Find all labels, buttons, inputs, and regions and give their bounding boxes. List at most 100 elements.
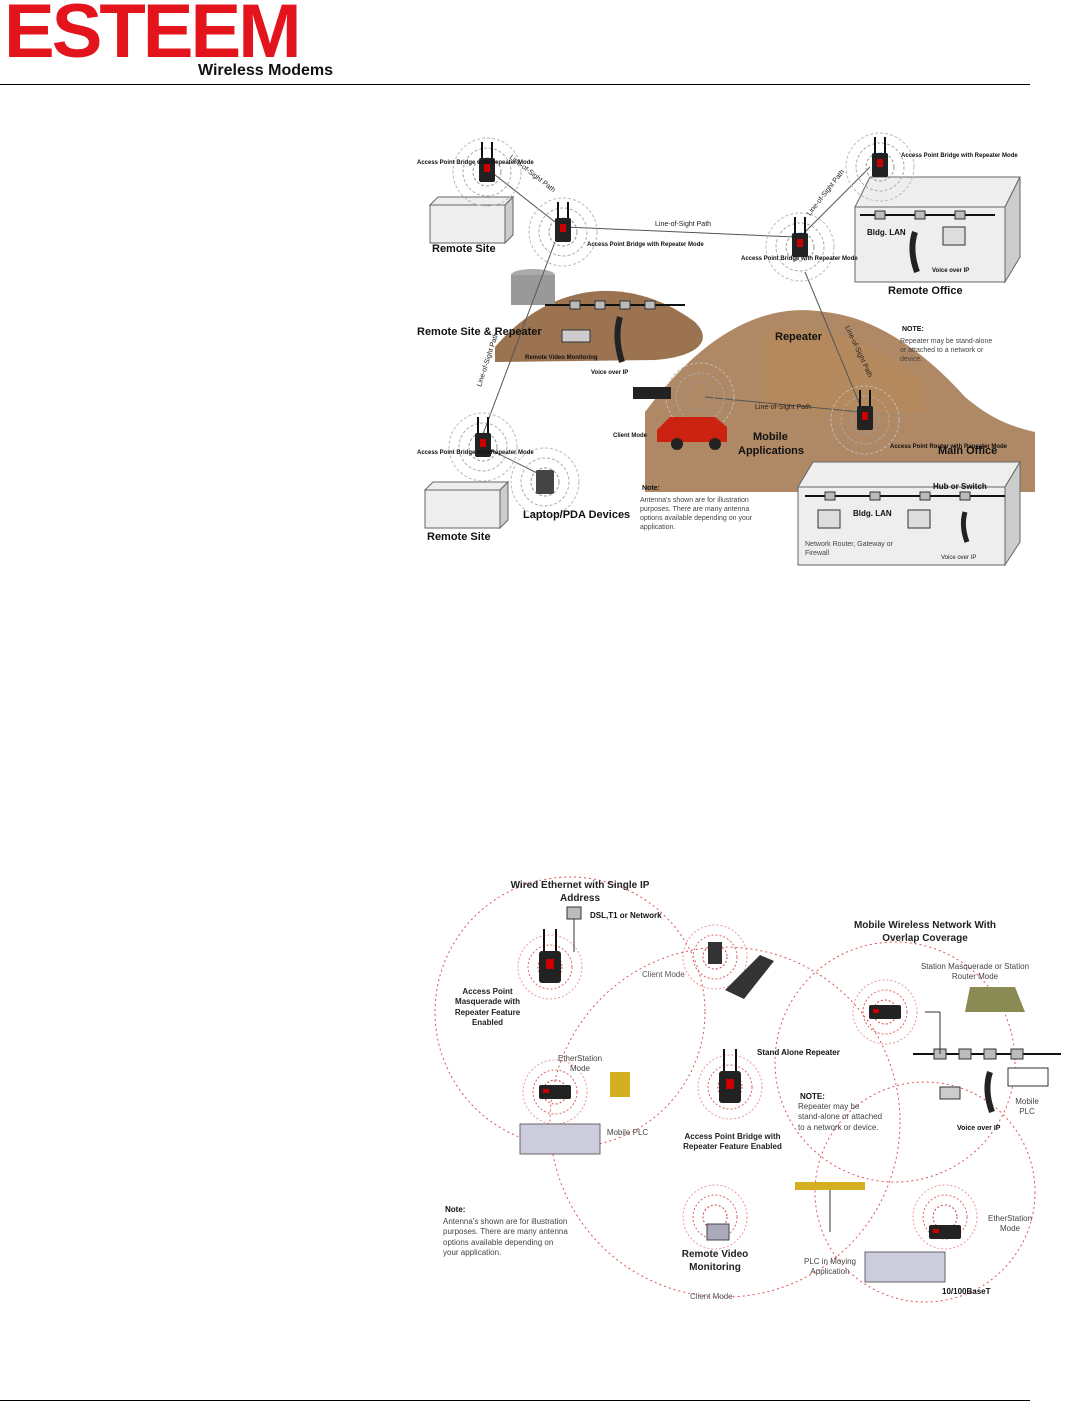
label-remote-video: Remote Video Monitoring [525, 355, 598, 361]
etherstation-box-1 [539, 1085, 571, 1099]
radio-top-right [845, 132, 915, 202]
label-dsl: DSL,T1 or Network [590, 911, 662, 920]
label-ap-masquerade: Access Point Masquerade with Repeater Fe… [454, 987, 521, 1028]
camera-2 [939, 1086, 961, 1100]
etherstation-2-box: EtherStation Mode [987, 1214, 1033, 1234]
footer-rule [0, 1400, 1030, 1401]
label-hub-switch: Hub or Switch [933, 482, 987, 491]
label-laptop-pda: Laptop/PDA Devices [523, 509, 630, 521]
label-wired-ethernet: Wired Ethernet with Single IP Address [510, 880, 650, 904]
label-voice-ip-2: Voice over IP [591, 370, 628, 376]
phone [984, 1071, 995, 1114]
phone-main-office [960, 511, 970, 543]
crane [795, 1182, 865, 1190]
phone-remote-office [909, 231, 920, 274]
label-station-masquerade: Station Masquerade or Station Router Mod… [920, 962, 1030, 982]
video-camera [561, 329, 591, 343]
network-diagram-1: Access Point Bridge with Repeater Mode L… [405, 112, 1035, 574]
label-note2-text: Antenna's shown are for illustration pur… [443, 1217, 568, 1258]
label-ap-repeater: Access Point Bridge with Repeater Mode [741, 256, 858, 262]
client-radio-box [633, 387, 671, 399]
label-mobile-plc-2: Mobile PLC [1015, 1097, 1039, 1117]
label-mobile-apps-2: Applications [738, 445, 804, 457]
label-ap-mid-left: Access Point Bridge with Repeater Mode [587, 242, 704, 248]
laptop [725, 955, 774, 999]
esteem-logo: ESTEEM Wireless Modems [4, 0, 349, 82]
label-remote-site-2: Remote Site [427, 531, 491, 543]
laptop-pda-device [536, 470, 554, 494]
header-rule [0, 84, 1030, 85]
radio-repeater [765, 212, 835, 282]
label-voice-ip-3: Voice over IP [941, 555, 976, 561]
label-etherstation-1: EtherStation Mode [557, 1054, 603, 1074]
note-box-1: Repeater may be stand-alone or attached … [900, 338, 993, 364]
label-remote-site-repeater: Remote Site & Repeater [417, 326, 542, 338]
pc-remote-office [942, 226, 966, 246]
label-etherstation-2: EtherStation Mode [987, 1214, 1033, 1234]
station-masquerade-box: Station Masquerade or Station Router Mod… [920, 962, 1030, 982]
wired-ethernet-box: Wired Ethernet with Single IP Address [510, 880, 650, 904]
label-los-3: Line-of-Sight Path [806, 169, 846, 218]
etherstation-1-box: EtherStation Mode [557, 1054, 603, 1074]
plc-moving-box: PLC in Moving Application [803, 1257, 857, 1277]
client-card [708, 942, 722, 964]
radio-bottom-left [448, 412, 518, 482]
logo-subtitle: Wireless Modems [198, 62, 334, 79]
label-remote-site-1: Remote Site [432, 243, 496, 255]
label-ap-top-right: Access Point Bridge with Repeater Mode [901, 153, 1018, 159]
label-los-6: Line-of-Sight Path [755, 404, 811, 411]
label-note2-title: Note: [445, 1205, 465, 1214]
logo-wordmark: ESTEEM [4, 0, 301, 74]
mining-truck [965, 987, 1025, 1012]
network-diagram-1-svg: Access Point Bridge with Repeater Mode L… [417, 132, 1035, 567]
ap-masquerade-box: Access Point Masquerade with Repeater Fe… [454, 987, 521, 1028]
label-ap-bottom-left: Access Point Bridge with Repeater Mode [417, 450, 534, 456]
mobile-network-box: Mobile Wireless Network With Overlap Cov… [853, 920, 997, 944]
etherstation-box-2 [929, 1225, 961, 1239]
plc-rack-1 [519, 1123, 601, 1155]
camera [706, 1223, 730, 1241]
pc-main-office-2 [907, 509, 931, 529]
network-router-box: Network Router, Gateway or Firewall [805, 541, 893, 557]
building-remote-site-1 [428, 195, 515, 245]
label-voice-ip: Voice over IP [957, 1125, 1001, 1132]
label-mobile-network: Mobile Wireless Network With Overlap Cov… [853, 920, 997, 944]
label-note2-text: Antenna's shown are for illustration pur… [640, 497, 753, 532]
label-remote-video: Remote Video Monitoring [681, 1249, 749, 1273]
note-box-3: Repeater may be stand-alone or attached … [798, 1102, 882, 1132]
label-los-2: Line-of-Sight Path [655, 221, 711, 228]
station-box [869, 1005, 901, 1019]
network-diagram-2-svg: Wired Ethernet with Single IP Address DS… [434, 876, 1061, 1303]
radio-stand-alone [697, 1048, 763, 1120]
label-bldg-lan-1: Bldg. LAN [867, 228, 906, 237]
forklift [610, 1072, 630, 1097]
dsl-box [566, 906, 582, 920]
label-main-office: Main Office [938, 445, 997, 457]
ap-bridge-box: Access Point Bridge with Repeater Featur… [683, 1132, 782, 1152]
label-mobile-apps-1: Mobile [753, 431, 788, 443]
building-remote-site-2 [423, 480, 510, 530]
label-plc-moving: PLC in Moving Application [803, 1257, 857, 1277]
label-ap-router: Access Point Router with Repeater Mode [890, 444, 1008, 450]
red-truck [657, 417, 727, 442]
rings-etherstation-2 [912, 1184, 978, 1250]
mobile-plc-2-box: Mobile PLC [1015, 1097, 1039, 1117]
phone-remote-site [614, 316, 625, 363]
label-bldg-lan-2: Bldg. LAN [853, 509, 892, 518]
note-box-4: Antenna's shown are for illustration pur… [443, 1217, 568, 1258]
plc-rack-2 [864, 1251, 946, 1283]
network-diagram-2: Wired Ethernet with Single IP Address DS… [425, 872, 1065, 1304]
label-repeater: Repeater [775, 331, 823, 343]
label-note-title: NOTE: [800, 1092, 825, 1101]
mobile-plc-1-box: Mobile PLC [607, 1128, 648, 1137]
label-ap-bridge: Access Point Bridge with Repeater Featur… [683, 1132, 782, 1152]
label-base-t: 10/100BaseT [942, 1287, 991, 1296]
label-note-text: Repeater may be stand-alone or attached … [900, 338, 993, 364]
mobile-plc-device [1007, 1067, 1049, 1087]
label-ap-top-left: Access Point Bridge with Repeater Mode [417, 160, 534, 166]
remote-video-box: Remote Video Monitoring [681, 1249, 749, 1273]
note-box-2: Antenna's shown are for illustration pur… [640, 497, 753, 532]
building-remote-office [854, 176, 1021, 284]
label-note2-title: Note: [642, 485, 660, 492]
label-note-title: NOTE: [902, 326, 924, 333]
